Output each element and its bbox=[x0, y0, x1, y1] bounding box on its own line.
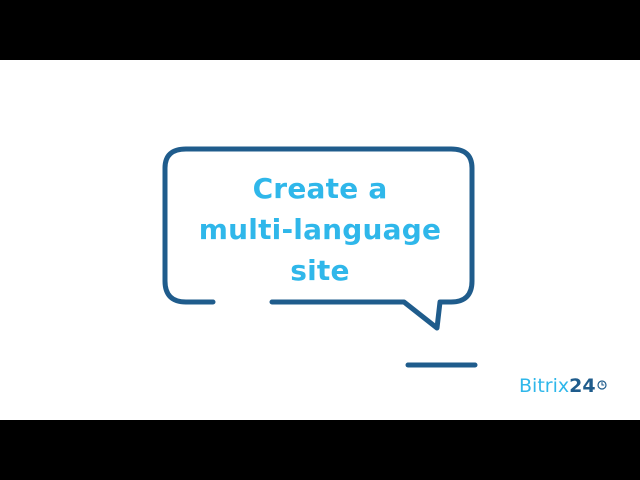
bubble-line-2: multi-language bbox=[198, 213, 442, 246]
logo-word: Bitrix bbox=[519, 375, 570, 397]
logo-number: 24 bbox=[569, 375, 596, 397]
letterbox-bottom bbox=[0, 420, 640, 480]
stage: Create a multi-language site Bitrix 24 bbox=[0, 60, 640, 420]
clock-icon bbox=[596, 379, 607, 390]
letterbox-top bbox=[0, 0, 640, 60]
speech-bubble-outline bbox=[162, 146, 478, 368]
bitrix24-logo: Bitrix 24 bbox=[519, 374, 607, 398]
speech-bubble-text: Create a multi-language site bbox=[165, 168, 475, 291]
bubble-line-3: site bbox=[290, 254, 350, 287]
speech-bubble-body bbox=[162, 146, 475, 331]
bubble-line-1: Create a bbox=[252, 172, 388, 205]
